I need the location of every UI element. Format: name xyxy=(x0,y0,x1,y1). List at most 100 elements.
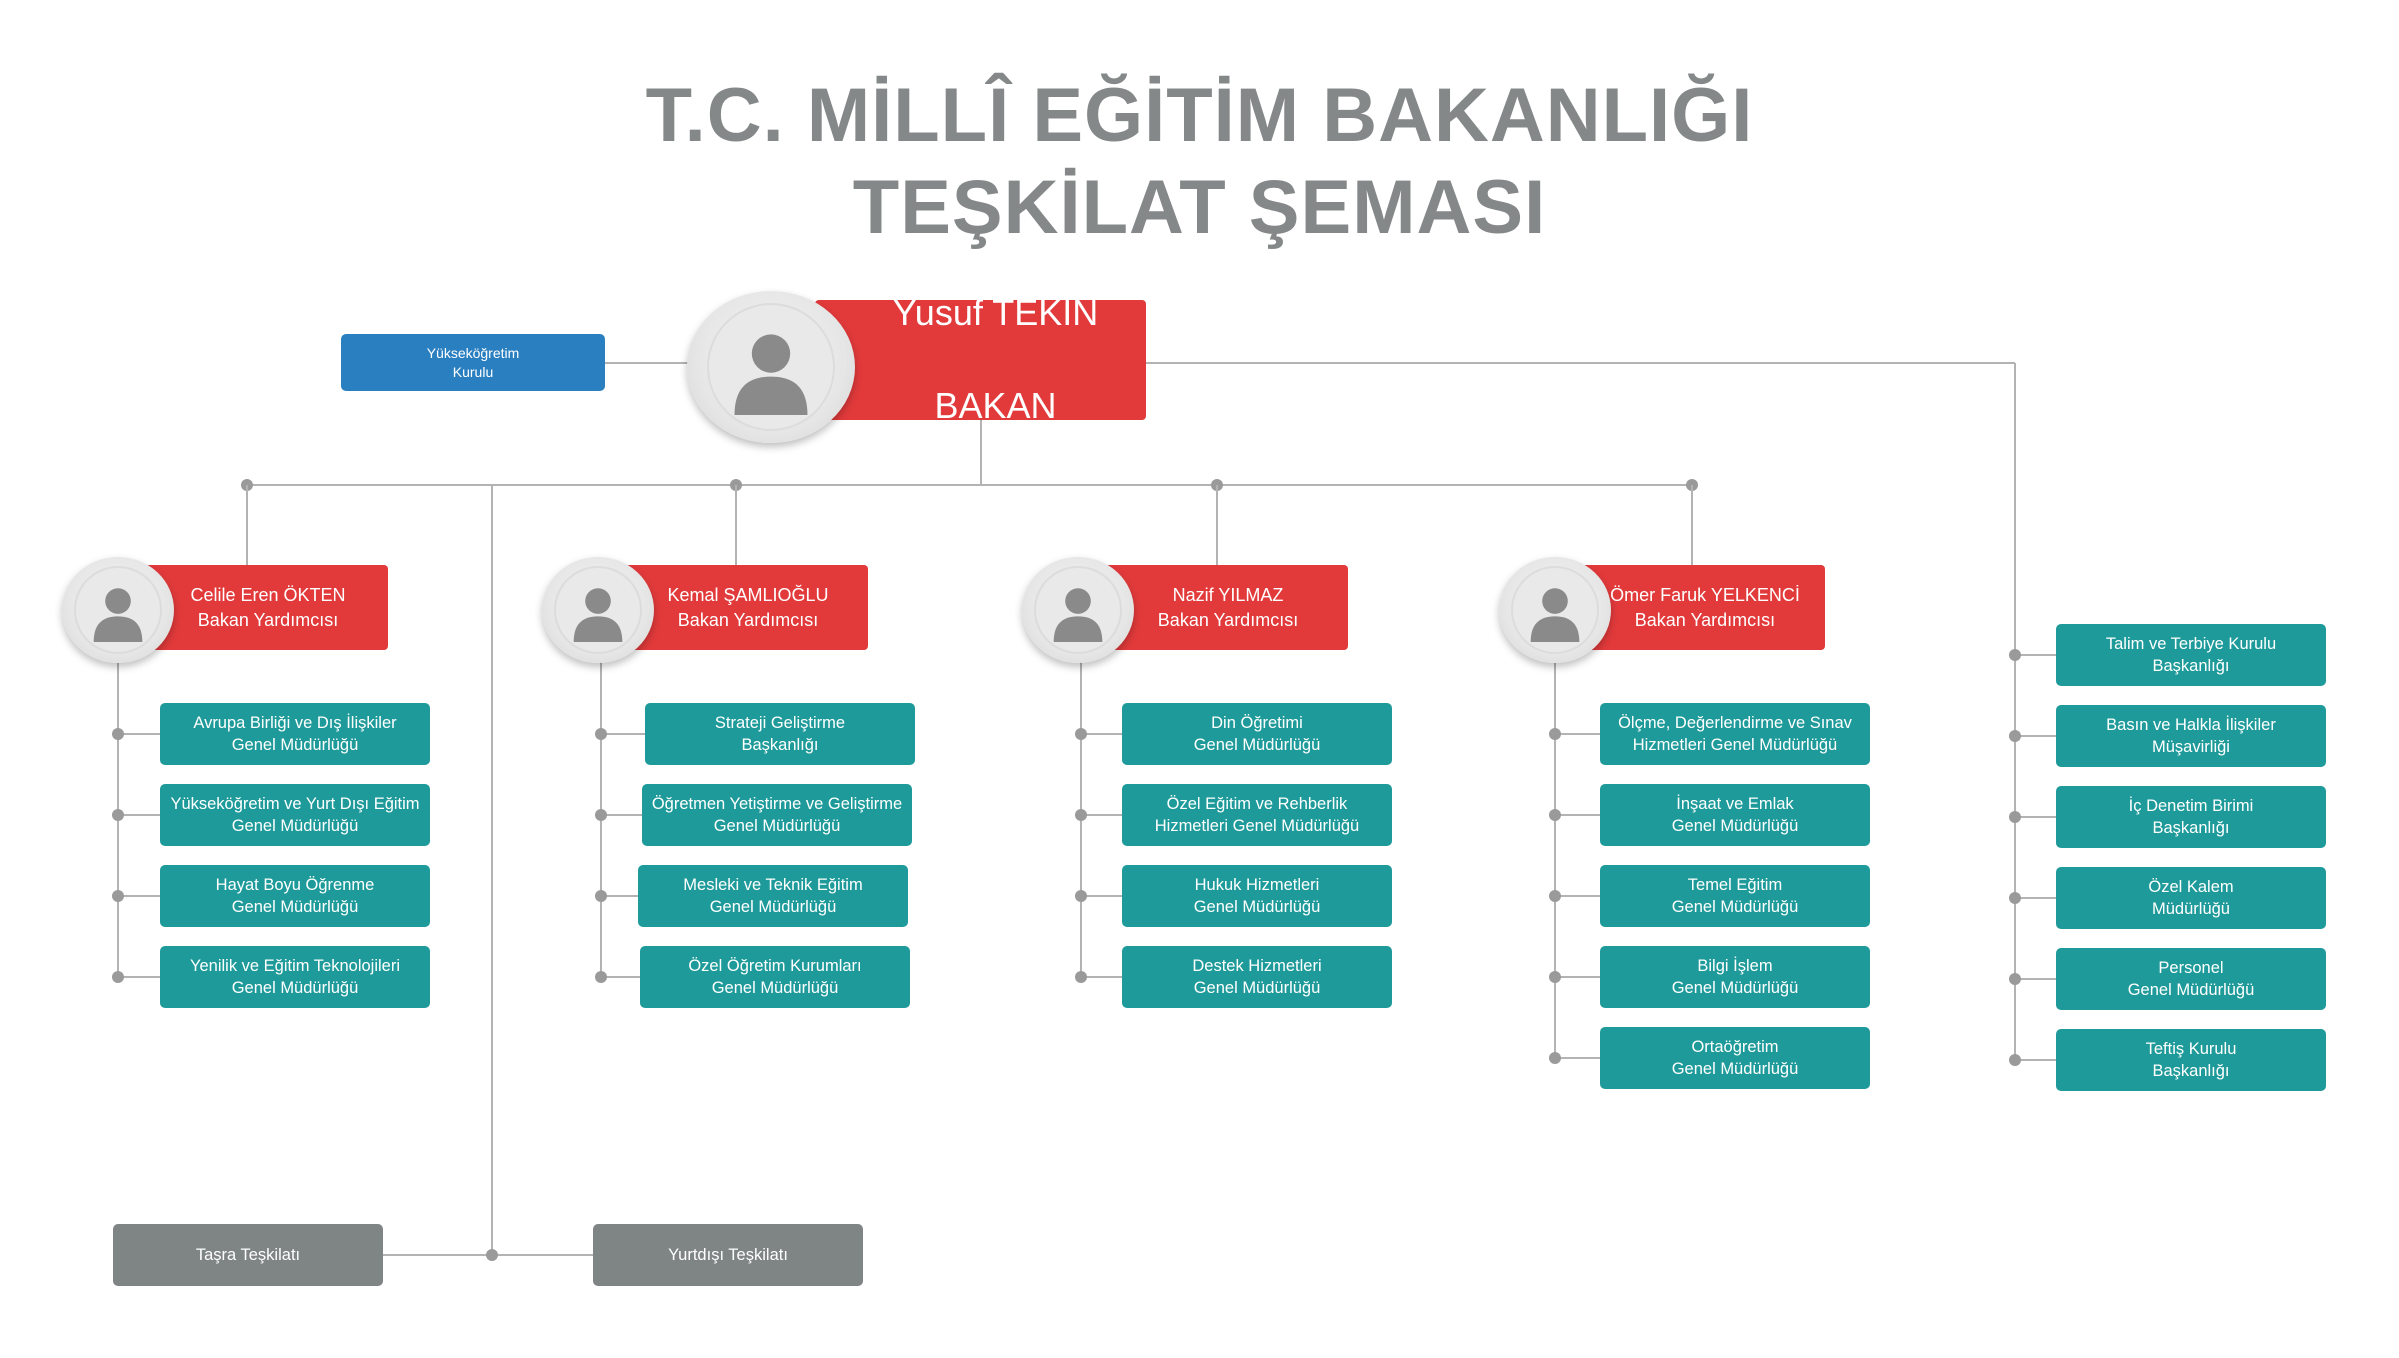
person-icon xyxy=(1053,588,1103,642)
connector-dot xyxy=(2009,730,2021,742)
unit-box[interactable]: Özel Eğitim ve Rehberlik Hizmetleri Gene… xyxy=(1122,784,1392,846)
direct-unit-label: Talim ve Terbiye Kurulu Başkanlığı xyxy=(2105,634,2277,675)
yok-label: Yükseköğretim Kurulu xyxy=(426,344,520,380)
page-title-line2: TEŞKİLAT ŞEMASI xyxy=(852,165,1547,250)
connector-dot xyxy=(486,1249,498,1261)
person-icon xyxy=(734,334,808,415)
minister-role: BAKAN xyxy=(934,385,1057,427)
unit-label: Bilgi İşlem Genel Müdürlüğü xyxy=(1671,956,1799,997)
unit-label: Ortaöğretim Genel Müdürlüğü xyxy=(1671,1037,1799,1078)
connector-dot xyxy=(112,971,124,983)
connector-dot xyxy=(1075,971,1087,983)
unit-label: Mesleki ve Teknik Eğitim Genel Müdürlüğü xyxy=(683,875,863,916)
unit-label: Hayat Boyu Öğrenme Genel Müdürlüğü xyxy=(215,875,375,916)
direct-unit-box[interactable]: İç Denetim Birimi Başkanlığı xyxy=(2056,786,2326,848)
connector-dot xyxy=(112,890,124,902)
deputy-avatar-3 xyxy=(1022,557,1134,663)
direct-unit-label: Basın ve Halkla İlişkiler Müşavirliği xyxy=(2106,715,2276,756)
direct-unit-label: İç Denetim Birimi Başkanlığı xyxy=(2128,796,2254,837)
unit-label: Özel Eğitim ve Rehberlik Hizmetleri Gene… xyxy=(1154,794,1360,835)
connector-dot xyxy=(112,809,124,821)
connector-dot xyxy=(1549,890,1561,902)
provincial-abroad-box[interactable]: Yurtdışı Teşkilatı xyxy=(593,1224,863,1286)
unit-box[interactable]: Ortaöğretim Genel Müdürlüğü xyxy=(1600,1027,1870,1089)
unit-label: Hukuk Hizmetleri Genel Müdürlüğü xyxy=(1193,875,1321,916)
minister-avatar xyxy=(687,291,855,443)
unit-box[interactable]: Özel Öğretim Kurumları Genel Müdürlüğü xyxy=(640,946,910,1008)
direct-unit-box[interactable]: Basın ve Halkla İlişkiler Müşavirliği xyxy=(2056,705,2326,767)
connector-dot xyxy=(2009,1054,2021,1066)
direct-unit-label: Teftiş Kurulu Başkanlığı xyxy=(2145,1039,2237,1080)
deputy-name: Nazif YILMAZ xyxy=(1172,585,1284,606)
unit-box[interactable]: İnşaat ve Emlak Genel Müdürlüğü xyxy=(1600,784,1870,846)
direct-unit-label: Özel Kalem Müdürlüğü xyxy=(2148,877,2234,918)
minister-name: Yusuf TEKİN xyxy=(892,291,1099,333)
direct-unit-box[interactable]: Talim ve Terbiye Kurulu Başkanlığı xyxy=(2056,624,2326,686)
deputy-avatar-4 xyxy=(1499,557,1611,663)
unit-box[interactable]: Hukuk Hizmetleri Genel Müdürlüğü xyxy=(1122,865,1392,927)
yok-box[interactable]: Yükseköğretim Kurulu xyxy=(341,334,605,391)
unit-label: Özel Öğretim Kurumları Genel Müdürlüğü xyxy=(688,956,862,997)
connector-dot xyxy=(1075,809,1087,821)
direct-unit-box[interactable]: Teftiş Kurulu Başkanlığı xyxy=(2056,1029,2326,1091)
connector-dot xyxy=(1075,728,1087,740)
deputy-avatar-2 xyxy=(542,557,654,663)
direct-unit-box[interactable]: Personel Genel Müdürlüğü xyxy=(2056,948,2326,1010)
person-icon xyxy=(1530,588,1580,642)
connector-dot xyxy=(1549,971,1561,983)
unit-box[interactable]: Öğretmen Yetiştirme ve Geliştirme Genel … xyxy=(642,784,912,846)
unit-box[interactable]: Strateji Geliştirme Başkanlığı xyxy=(645,703,915,765)
connector-dot xyxy=(595,809,607,821)
page-title-line1: T.C. MİLLÎ EĞİTİM BAKANLIĞI xyxy=(645,73,1754,158)
unit-box[interactable]: Hayat Boyu Öğrenme Genel Müdürlüğü xyxy=(160,865,430,927)
provincial-abroad-label: Yurtdışı Teşkilatı xyxy=(668,1245,788,1264)
connector-dot xyxy=(2009,973,2021,985)
unit-label: Öğretmen Yetiştirme ve Geliştirme Genel … xyxy=(651,794,903,835)
connector-dot xyxy=(595,971,607,983)
minister-box[interactable]: Yusuf TEKİN BAKAN xyxy=(815,292,1146,426)
unit-label: İnşaat ve Emlak Genel Müdürlüğü xyxy=(1671,794,1799,835)
connector-dot xyxy=(2009,811,2021,823)
connector-dot xyxy=(595,728,607,740)
deputy-role: Bakan Yardımcısı xyxy=(1157,609,1299,630)
unit-label: Strateji Geliştirme Başkanlığı xyxy=(714,713,846,754)
unit-box[interactable]: Avrupa Birliği ve Dış İlişkiler Genel Mü… xyxy=(160,703,430,765)
unit-box[interactable]: Din Öğretimi Genel Müdürlüğü xyxy=(1122,703,1392,765)
connector-dot xyxy=(1549,1052,1561,1064)
unit-label: Din Öğretimi Genel Müdürlüğü xyxy=(1193,713,1321,754)
unit-label: Ölçme, Değerlendirme ve Sınav Hizmetleri… xyxy=(1618,713,1852,754)
unit-box[interactable]: Bilgi İşlem Genel Müdürlüğü xyxy=(1600,946,1870,1008)
connector-dot xyxy=(2009,649,2021,661)
connector-dot xyxy=(1549,728,1561,740)
unit-label: Destek Hizmetleri Genel Müdürlüğü xyxy=(1192,956,1322,997)
connector-dot xyxy=(1549,809,1561,821)
deputy-role: Bakan Yardımcısı xyxy=(677,609,819,630)
deputy-name: Celile Eren ÖKTEN xyxy=(190,585,346,606)
unit-box[interactable]: Yükseköğretim ve Yurt Dışı Eğitim Genel … xyxy=(160,784,430,846)
unit-box[interactable]: Ölçme, Değerlendirme ve Sınav Hizmetleri… xyxy=(1600,703,1870,765)
deputy-name: Kemal ŞAMLIOĞLU xyxy=(667,585,829,606)
connector-dot xyxy=(1075,890,1087,902)
connector-dot xyxy=(112,728,124,740)
unit-box[interactable]: Yenilik ve Eğitim Teknolojileri Genel Mü… xyxy=(160,946,430,1008)
provincial-domestic-box[interactable]: Taşra Teşkilatı xyxy=(113,1224,383,1286)
connector-dot xyxy=(2009,892,2021,904)
deputy-name: Ömer Faruk YELKENCİ xyxy=(1610,585,1800,606)
unit-label: Temel Eğitim Genel Müdürlüğü xyxy=(1671,875,1799,916)
deputy-role: Bakan Yardımcısı xyxy=(1634,609,1776,630)
direct-unit-label: Personel Genel Müdürlüğü xyxy=(2127,958,2255,999)
unit-box[interactable]: Temel Eğitim Genel Müdürlüğü xyxy=(1600,865,1870,927)
deputy-avatar-1 xyxy=(62,557,174,663)
unit-box[interactable]: Mesleki ve Teknik Eğitim Genel Müdürlüğü xyxy=(638,865,908,927)
unit-label: Avrupa Birliği ve Dış İlişkiler Genel Mü… xyxy=(193,713,397,754)
deputy-role: Bakan Yardımcısı xyxy=(197,609,339,630)
provincial-domestic-label: Taşra Teşkilatı xyxy=(195,1245,301,1264)
person-icon xyxy=(573,588,623,642)
person-icon xyxy=(93,588,143,642)
unit-label: Yenilik ve Eğitim Teknolojileri Genel Mü… xyxy=(189,956,401,997)
unit-label: Yükseköğretim ve Yurt Dışı Eğitim Genel … xyxy=(170,794,420,835)
connector-dot xyxy=(595,890,607,902)
direct-unit-box[interactable]: Özel Kalem Müdürlüğü xyxy=(2056,867,2326,929)
unit-box[interactable]: Destek Hizmetleri Genel Müdürlüğü xyxy=(1122,946,1392,1008)
